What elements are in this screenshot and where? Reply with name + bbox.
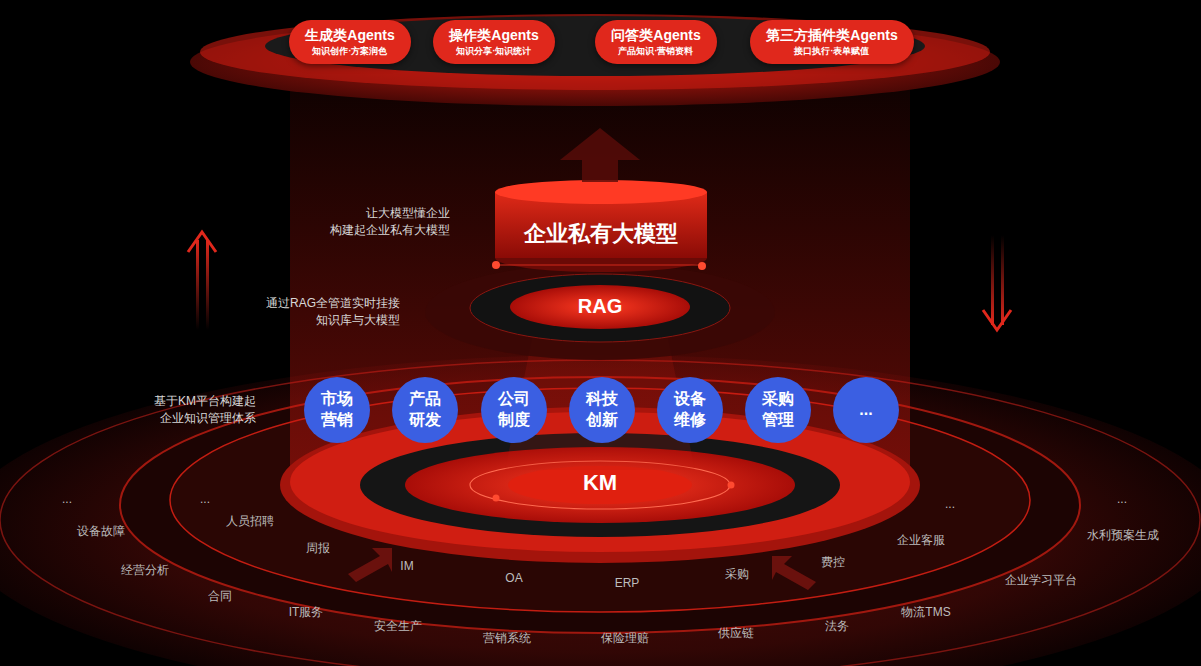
- agent-pill: 问答类Agents产品知识·营销资料: [595, 20, 716, 63]
- node-subtitle: 知识分享·知识统计: [456, 45, 531, 57]
- system-label: ...: [200, 491, 210, 508]
- domain-circle: 市场 营销: [304, 377, 370, 443]
- system-label: 保险理赔: [601, 630, 649, 647]
- node-title: 采购 管理: [758, 389, 798, 431]
- system-label: 经营分析: [121, 562, 169, 579]
- side-note: 通过RAG全管道实时挂接 知识库与大模型: [260, 295, 400, 330]
- node-title: RAG: [578, 293, 622, 320]
- node-title: 企业私有大模型: [524, 219, 678, 249]
- node-title: 市场 营销: [317, 389, 357, 431]
- system-label: ...: [945, 496, 955, 513]
- system-label: 供应链: [718, 625, 754, 642]
- system-label: 人员招聘: [226, 513, 274, 530]
- node-title: 公司 制度: [494, 389, 534, 431]
- system-label: ...: [62, 491, 72, 508]
- system-label: 法务: [825, 618, 849, 635]
- domain-circle: ...: [833, 377, 899, 443]
- node-subtitle: 知识创作·方案润色: [312, 45, 387, 57]
- node-title: 第三方插件类Agents: [766, 26, 897, 45]
- system-label: 企业学习平台: [1005, 572, 1077, 589]
- agent-pill: 第三方插件类Agents接口执行·表单赋值: [750, 20, 913, 63]
- node-title: 生成类Agents: [305, 26, 394, 45]
- side-note: 基于KM平台构建起 企业知识管理体系: [148, 393, 256, 428]
- model-cylinder: 企业私有大模型: [518, 217, 684, 251]
- node-title: ...: [846, 400, 886, 421]
- system-label: 安全生产: [374, 618, 422, 635]
- system-label: 营销系统: [483, 630, 531, 647]
- node-title: 操作类Agents: [449, 26, 538, 45]
- agent-pill: 生成类Agents知识创作·方案润色: [289, 20, 410, 63]
- system-label: IM: [400, 558, 413, 575]
- domain-circle: 科技 创新: [569, 377, 635, 443]
- node-title: KM: [583, 468, 617, 498]
- node-title: 产品 研发: [405, 389, 445, 431]
- system-label: 周报: [306, 540, 330, 557]
- domain-circle: 公司 制度: [481, 377, 547, 443]
- rag-layer: RAG: [572, 291, 628, 322]
- node-subtitle: 产品知识·营销资料: [618, 45, 693, 57]
- domain-circle: 产品 研发: [392, 377, 458, 443]
- node-title: 科技 创新: [582, 389, 622, 431]
- system-label: 设备故障: [77, 523, 125, 540]
- agent-pill: 操作类Agents知识分享·知识统计: [433, 20, 554, 63]
- domain-circle: 采购 管理: [745, 377, 811, 443]
- system-label: IT服务: [289, 604, 324, 621]
- node-subtitle: 接口执行·表单赋值: [794, 45, 869, 57]
- km-core: KM: [577, 466, 623, 500]
- domain-circle: 设备 维修: [657, 377, 723, 443]
- node-title: 问答类Agents: [611, 26, 700, 45]
- system-label: ...: [1117, 491, 1127, 508]
- system-label: 物流TMS: [901, 604, 950, 621]
- system-label: 采购: [725, 566, 749, 583]
- system-label: OA: [505, 570, 522, 587]
- system-label: 企业客服: [897, 532, 945, 549]
- system-label: 费控: [821, 554, 845, 571]
- system-label: ERP: [615, 575, 640, 592]
- node-title: 设备 维修: [670, 389, 710, 431]
- system-label: 合同: [208, 588, 232, 605]
- side-note: 让大模型懂企业 构建起企业私有大模型: [322, 205, 450, 240]
- system-label: 水利预案生成: [1087, 527, 1159, 544]
